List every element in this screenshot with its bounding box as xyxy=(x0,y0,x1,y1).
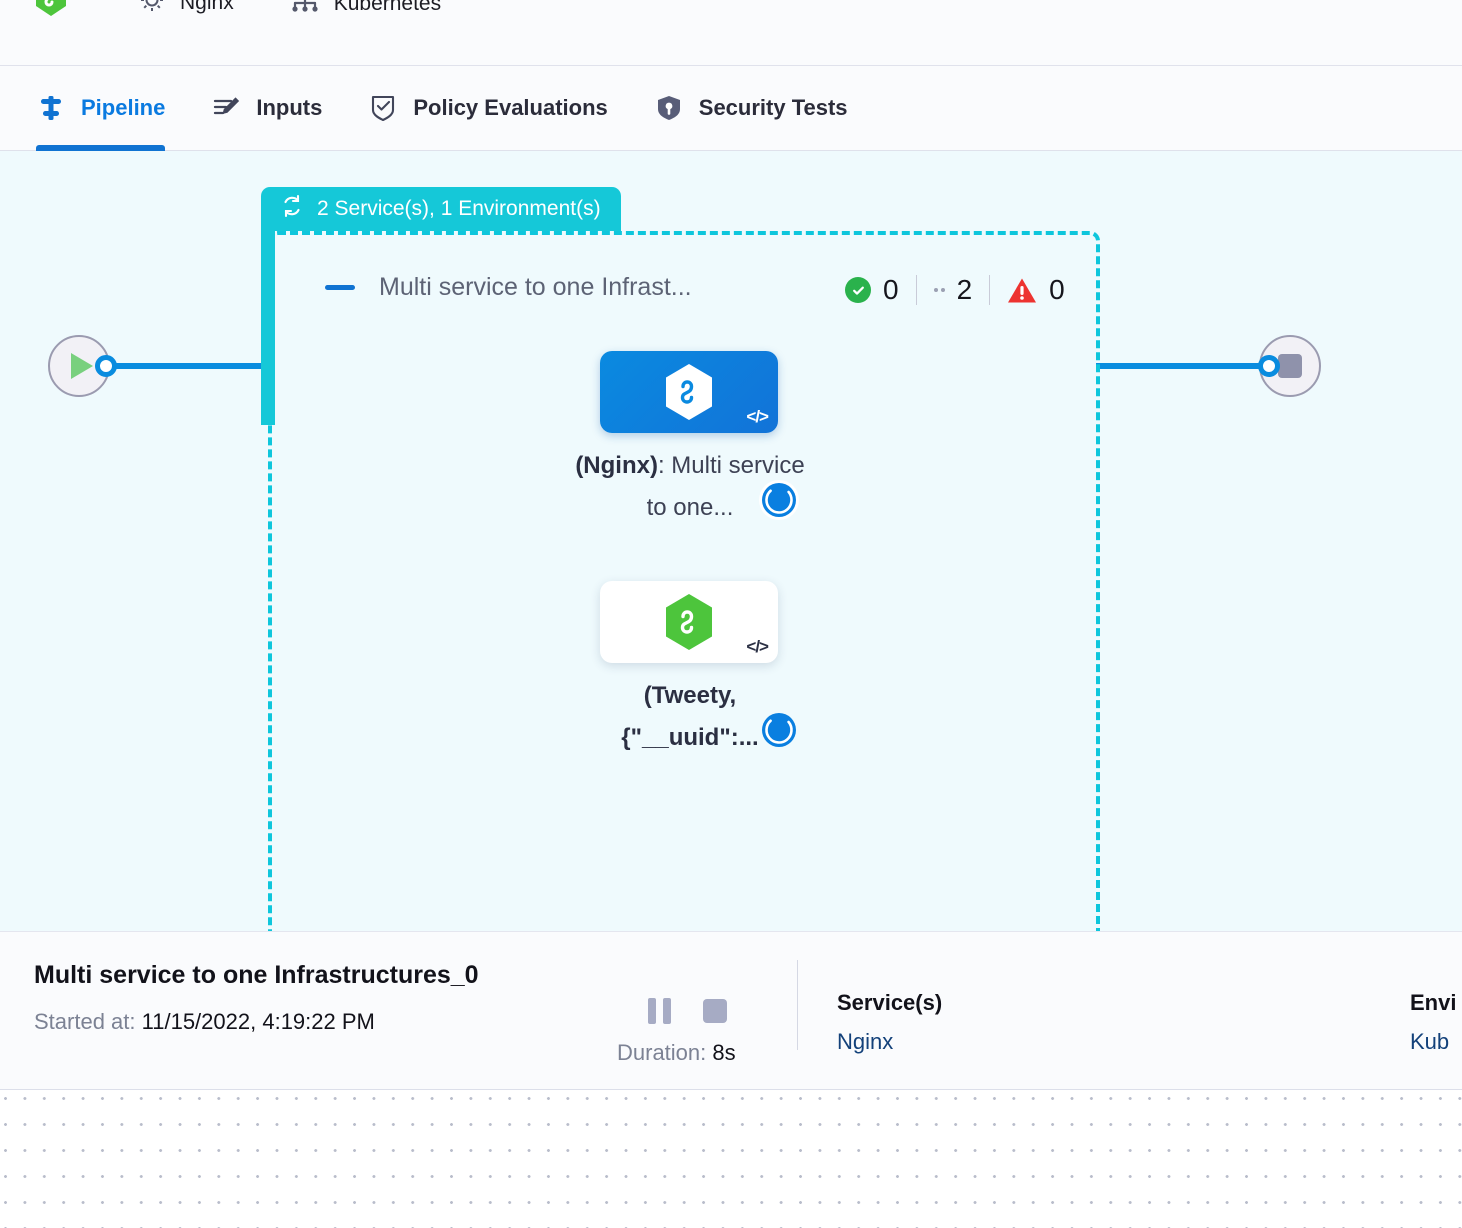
services-column: Service(s) Nginx xyxy=(837,990,942,1055)
stage-status-counters: 0 2 0 xyxy=(845,274,1082,306)
execution-started-at: Started at: 11/15/2022, 4:19:22 PM xyxy=(34,1009,375,1035)
tab-policy-evaluations[interactable]: Policy Evaluations xyxy=(368,66,608,151)
execution-title: Multi service to one Infrastructures_0 xyxy=(34,961,479,989)
code-brackets-icon: </> xyxy=(746,407,769,426)
stage-title: Multi service to one Infrast... xyxy=(379,273,692,301)
success-check-icon xyxy=(845,277,871,303)
hexagon-infinity-icon xyxy=(663,363,715,421)
services-header: Service(s) xyxy=(837,990,943,1015)
nginx-node-running-spinner-icon xyxy=(762,483,796,517)
nginx-label-rest: : Multi service to one... xyxy=(646,452,805,521)
nginx-label-bold: (Nginx) xyxy=(575,452,658,479)
group-badge-label: 2 Service(s), 1 Environment(s) xyxy=(317,197,601,220)
services-value-link[interactable]: Nginx xyxy=(837,1029,894,1054)
context-strip: Nginx xyxy=(0,0,1462,66)
group-spine xyxy=(261,231,275,425)
kubernetes-icon xyxy=(290,0,320,22)
inputs-icon xyxy=(211,93,241,123)
tab-label: Inputs xyxy=(256,95,323,120)
counter-error: 0 xyxy=(990,274,1082,306)
tab-pipeline[interactable]: Pipeline xyxy=(36,66,166,151)
policy-shield-check-icon xyxy=(368,93,398,123)
stop-icon[interactable] xyxy=(703,999,727,1023)
group-badge[interactable]: 2 Service(s), 1 Environment(s) xyxy=(261,187,621,231)
duration-label: Duration: xyxy=(617,1040,707,1065)
tab-label: Pipeline xyxy=(81,95,166,120)
tab-bar: Pipeline Inputs Policy Ev xyxy=(0,66,1462,151)
started-at-label: Started at: xyxy=(34,1009,136,1034)
loop-repeat-icon xyxy=(279,193,305,225)
context-item-label: Nginx xyxy=(180,0,234,14)
environments-header: Envi xyxy=(1410,990,1457,1015)
warning-triangle-icon xyxy=(1007,277,1037,304)
start-node-port xyxy=(95,355,117,377)
nginx-service-node[interactable]: </> xyxy=(600,351,778,433)
execution-controls xyxy=(648,998,727,1024)
harness-logo-icon xyxy=(34,0,68,24)
counter-running-value: 2 xyxy=(956,274,973,305)
context-item-kubernetes[interactable]: Kubernetes xyxy=(290,0,441,22)
execution-duration: Duration: 8s xyxy=(617,1040,736,1066)
tab-inputs[interactable]: Inputs xyxy=(211,66,322,151)
counter-divider xyxy=(915,275,917,305)
counter-success-value: 0 xyxy=(883,274,899,305)
started-at-value: 11/15/2022, 4:19:22 PM xyxy=(141,1009,375,1034)
counter-error-value: 0 xyxy=(1049,274,1065,305)
code-brackets-icon: </> xyxy=(746,637,769,656)
tab-active-underline xyxy=(36,144,166,151)
pipeline-canvas[interactable]: 2 Service(s), 1 Environment(s) Multi ser… xyxy=(0,151,1462,931)
tab-security-tests[interactable]: Security Tests xyxy=(654,66,848,151)
pause-icon[interactable] xyxy=(648,998,671,1024)
environments-value-link[interactable]: Kub xyxy=(1410,1029,1450,1054)
hexagon-infinity-icon xyxy=(663,593,715,651)
service-group-container[interactable] xyxy=(268,231,1100,931)
tab-label: Policy Evaluations xyxy=(413,95,608,120)
tweety-node-running-spinner-icon xyxy=(762,713,796,747)
collapse-dash-icon[interactable] xyxy=(325,285,355,290)
tweety-label-line1: (Tweety, xyxy=(643,682,737,709)
connector-start-to-group xyxy=(102,363,272,369)
stop-icon xyxy=(1278,354,1302,378)
play-icon xyxy=(71,353,93,379)
tab-label: Security Tests xyxy=(698,95,848,120)
context-item-harness[interactable] xyxy=(34,0,82,24)
running-dots-icon xyxy=(933,288,945,292)
duration-value: 8s xyxy=(712,1040,736,1065)
counter-success: 0 xyxy=(845,274,916,306)
stage-header[interactable]: Multi service to one Infrast... xyxy=(325,273,692,302)
context-item-nginx[interactable]: Nginx xyxy=(138,0,234,20)
execution-detail-bar: Multi service to one Infrastructures_0 S… xyxy=(0,931,1462,1090)
context-item-label: Kubernetes xyxy=(333,0,442,15)
end-node-port xyxy=(1258,355,1280,377)
tweety-label-line2: {"__uuid":... xyxy=(621,724,759,751)
counter-running: 2 xyxy=(917,274,990,306)
security-shield-icon xyxy=(654,93,684,123)
counter-divider xyxy=(989,275,991,305)
dot-grid-canvas[interactable] xyxy=(0,1090,1462,1228)
pipeline-icon xyxy=(36,93,66,123)
tweety-service-node-label: (Tweety, {"__uuid":... xyxy=(570,675,810,759)
nginx-service-node-label: (Nginx): Multi service to one... xyxy=(570,445,810,529)
tweety-service-node[interactable]: </> xyxy=(600,581,778,663)
connector-group-to-end xyxy=(1096,363,1286,369)
environments-column: Envi Kub xyxy=(1410,990,1456,1055)
detail-bar-divider xyxy=(797,960,798,1050)
gear-icon xyxy=(138,0,166,20)
